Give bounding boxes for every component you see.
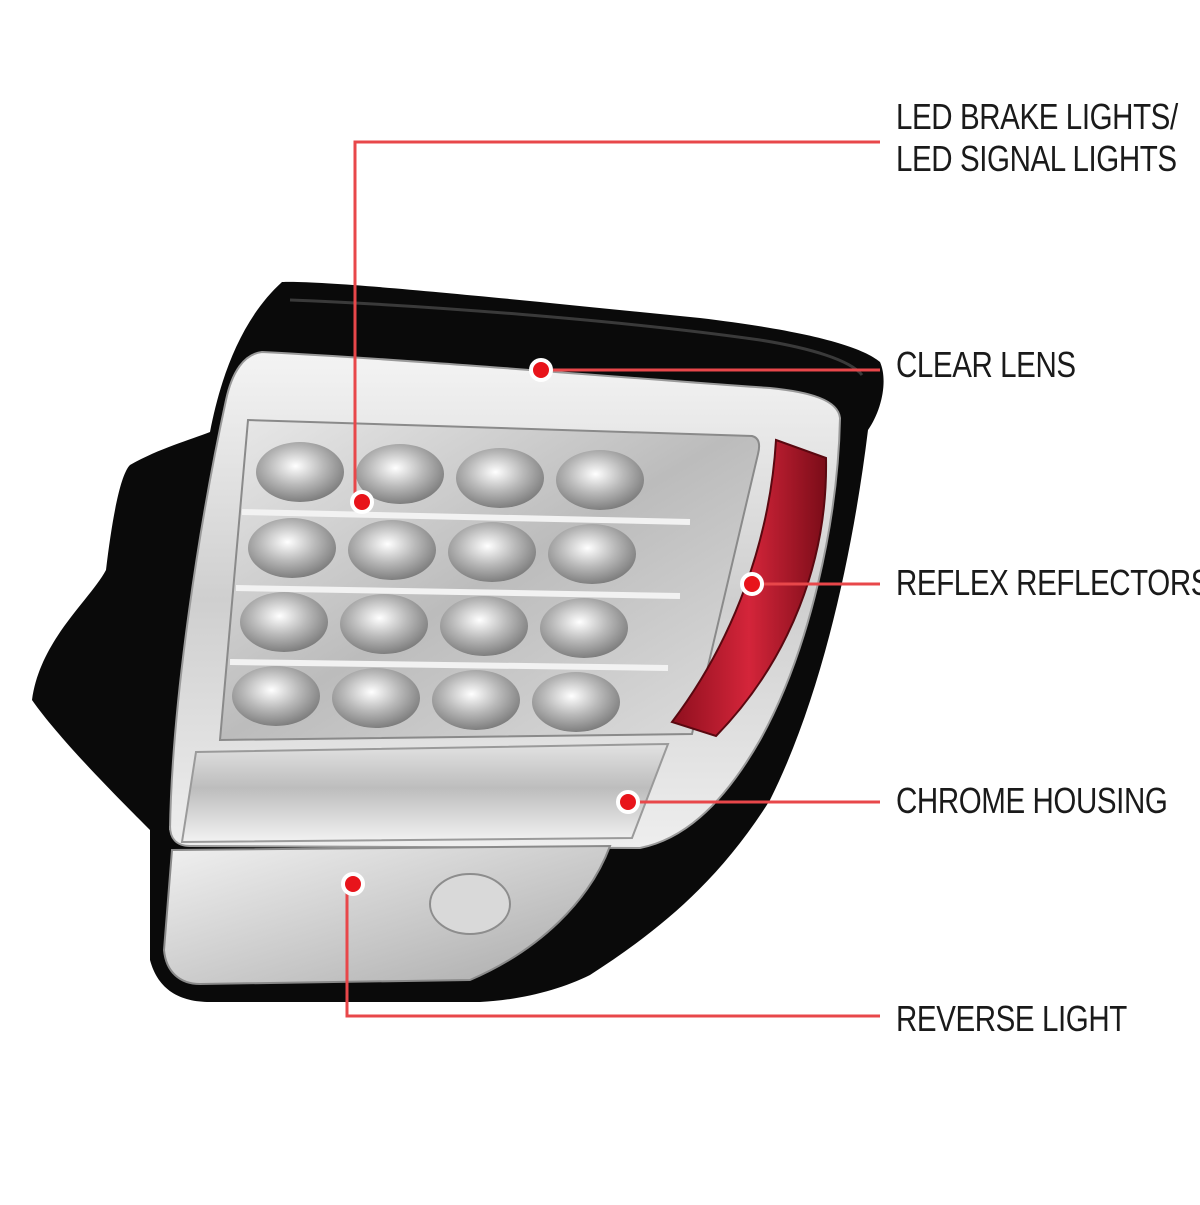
leader-lines <box>345 140 880 1018</box>
led-divider-bars <box>229 509 691 671</box>
dot-lens <box>529 358 553 382</box>
dot-led <box>350 490 374 514</box>
dot-reverse <box>341 872 365 896</box>
callout-dots <box>341 358 764 896</box>
dot-reflex <box>740 572 764 596</box>
leader-led <box>353 140 880 500</box>
callout-led-lights: LED BRAKE LIGHTS/ LED SIGNAL LIGHTS <box>896 96 1178 180</box>
led-cells <box>232 442 644 732</box>
callout-reflex-reflectors: REFLEX REFLECTORS <box>896 562 1200 603</box>
leader-reverse <box>345 886 880 1018</box>
callout-chrome-housing: CHROME HOUSING <box>896 780 1168 821</box>
callout-reverse-light: REVERSE LIGHT <box>896 998 1127 1039</box>
callout-led-line2: LED SIGNAL LIGHTS <box>896 138 1177 179</box>
chrome-housing-bar <box>180 742 670 844</box>
housing-highlight <box>289 298 864 377</box>
callout-clear-lens: CLEAR LENS <box>896 344 1076 385</box>
dot-chrome <box>616 790 640 814</box>
callout-led-line1: LED BRAKE LIGHTS/ <box>896 96 1178 137</box>
reverse-bulb <box>429 873 511 935</box>
reverse-light-lens <box>162 844 612 986</box>
